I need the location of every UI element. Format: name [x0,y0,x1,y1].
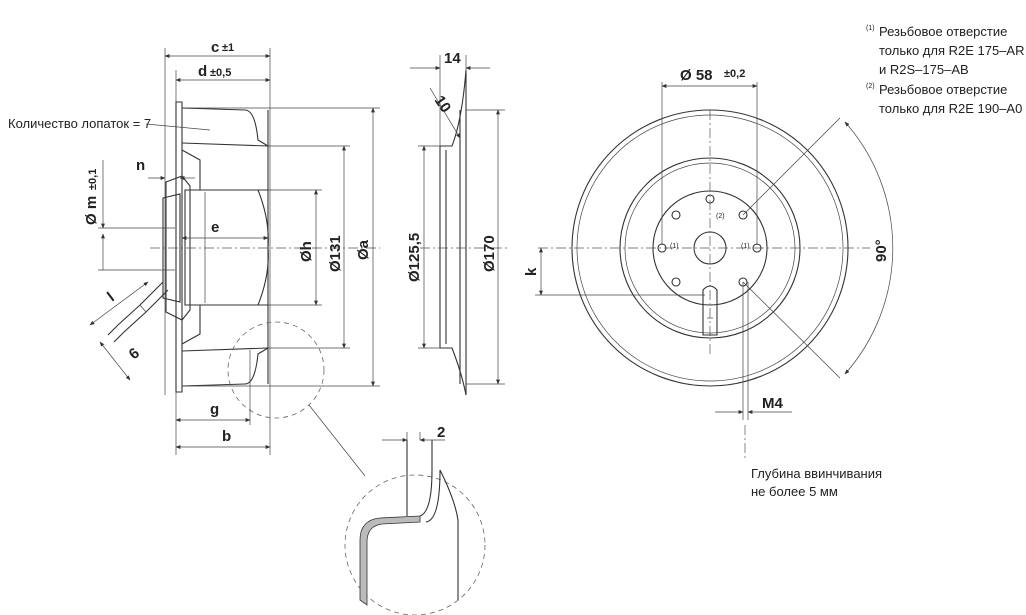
front-view: (1) (1) (2) Ø 58 ±0,2 k 90° M4 Глубина в… [523,67,894,499]
angle-90-label: 90° [873,239,890,262]
dim-2-label: 2 [437,424,445,441]
footnote-2-mark: (2) [866,83,875,90]
dim-58-label: Ø 58 [680,67,713,84]
depth-note-line2: не более 5 мм [751,484,838,499]
dim-d-tolerance: ±0,5 [210,67,231,79]
dim-h-label: Øh [298,241,315,262]
dim-m-tolerance: ±0,1 [87,169,99,190]
dim-c-tolerance: ±1 [222,42,234,54]
dim-14-label: 14 [444,50,461,67]
footnote-1-line2: только для R2E 175–AR [879,43,1025,58]
hole-mark-1-left: (1) [670,243,679,250]
footnote-1-mark: (1) [866,25,875,32]
dim-m4-label: M4 [762,395,783,412]
dim-c-label: c [211,39,219,56]
dim-g-label: g [210,401,219,418]
detail-view: 2 [344,424,486,615]
dim-e-label: e [211,219,219,236]
hole-mark-1-right: (1) [741,243,750,250]
dim-58-tolerance: ±0,2 [724,68,745,80]
depth-note-line1: Глубина ввинчивания [751,466,882,481]
dim-n-label: n [136,157,145,174]
profile-view: 14 10 Ø125,5 Ø170 [406,50,510,396]
dim-b-label: b [222,428,231,445]
blade-count-note: Количество лопаток = 7 [8,116,151,131]
dim-170-label: Ø170 [481,235,498,272]
side-view: c ±1 d ±0,5 Количество лопаток = 7 n Ø m… [8,39,380,477]
dim-a-label: Øa [355,239,372,260]
mounting-holes [657,194,762,287]
footnote-1-line1: Резьбовое отверстие [879,24,1007,39]
footnote-2-line2: только для R2E 190–A0 [879,101,1022,116]
footnote-1-line3: и R2S–175–AB [879,62,969,77]
dim-10-label: 10 [431,93,454,116]
hole-mark-2: (2) [716,213,725,220]
dim-131-label: Ø131 [327,235,344,272]
dim-m-label: Ø m [83,196,100,225]
footnote-2-line1: Резьбовое отверстие [879,82,1007,97]
dim-k-label: k [523,267,540,276]
dim-6-label: 6 [126,345,143,363]
dim-d-label: d [198,63,207,80]
footnotes: (1) Резьбовое отверстие только для R2E 1… [866,24,1025,116]
dim-125-5-label: Ø125,5 [406,233,423,282]
dim-l-label: l [104,289,118,305]
